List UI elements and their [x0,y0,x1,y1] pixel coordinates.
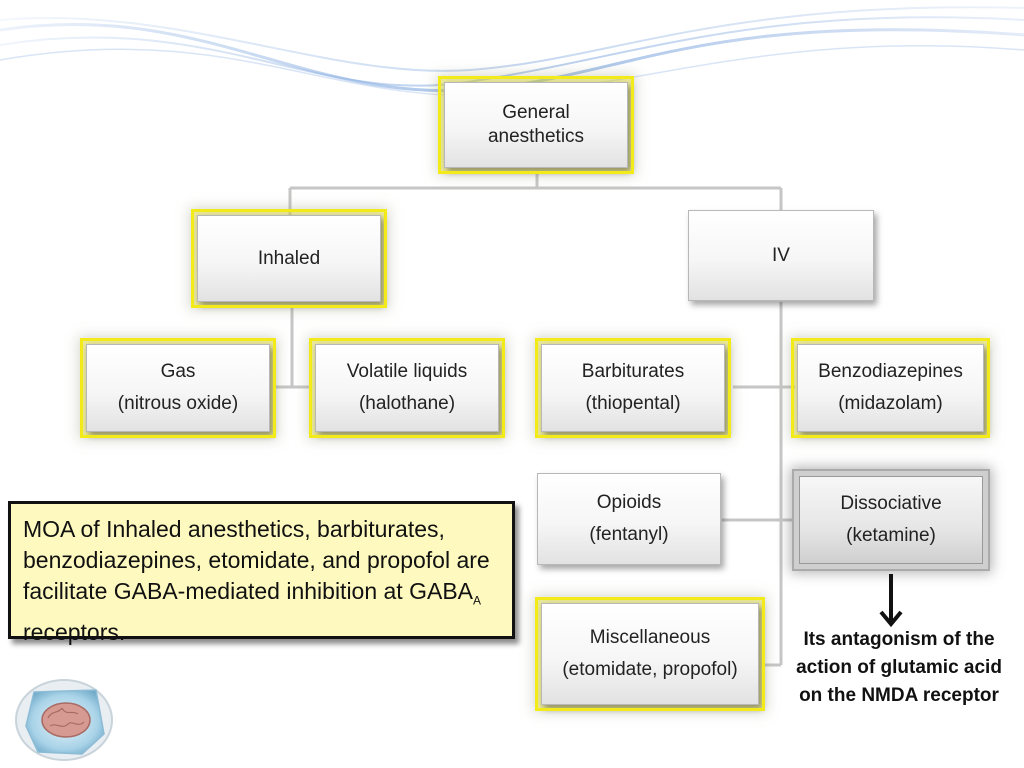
moa-note-subscript: A [473,593,482,608]
moa-note-tail: receptors. [23,618,126,645]
agent-volatile-example: (halothane) [358,393,456,414]
agent-gas-name: Gas [160,361,196,382]
agent-node-opioids: Opioids (fentanyl) [537,473,721,565]
category-node-iv: IV [688,210,874,301]
agent-gas-example: (nitrous oxide) [117,393,239,414]
agent-node-benzodiazepines: Benzodiazepines (midazolam) [791,338,990,438]
agent-benzodiazepines-example: (midazolam) [838,393,943,414]
agent-misc-name: Miscellaneous [589,627,711,648]
root-node-general-anesthetics: General anesthetics [438,76,634,174]
brain-on-ice-icon [15,679,113,761]
agent-barbiturates-example: (thiopental) [585,393,681,414]
agent-benzodiazepines-name: Benzodiazepines [818,361,963,382]
agent-dissociative-name: Dissociative [840,493,942,514]
agent-volatile-name: Volatile liquids [346,361,468,382]
agent-dissociative-example: (ketamine) [846,525,936,546]
root-node-label: General anesthetics [487,102,585,147]
agent-opioids-example: (fentanyl) [589,524,669,545]
category-node-inhaled: Inhaled [191,209,387,308]
agent-node-barbiturates: Barbiturates (thiopental) [535,338,731,438]
nmda-antagonism-note: Its antagonism of the action of glutamic… [796,629,1002,706]
agent-opioids-name: Opioids [596,492,662,513]
agent-node-miscellaneous: Miscellaneous (etomidate, propofol) [535,597,765,711]
category-iv-label: IV [772,244,790,266]
agent-node-dissociative: Dissociative (ketamine) [799,476,983,564]
moa-note-box: MOA of Inhaled anesthetics, barbiturates… [8,501,515,645]
agent-misc-example: (etomidate, propofol) [562,659,738,680]
down-arrow-icon [879,574,903,628]
agent-node-gas: Gas (nitrous oxide) [80,338,276,438]
agent-node-volatile-liquids: Volatile liquids (halothane) [309,338,505,438]
moa-note-text: MOA of Inhaled anesthetics, barbiturates… [23,516,490,604]
category-inhaled-label: Inhaled [257,247,321,269]
agent-barbiturates-name: Barbiturates [581,361,685,382]
